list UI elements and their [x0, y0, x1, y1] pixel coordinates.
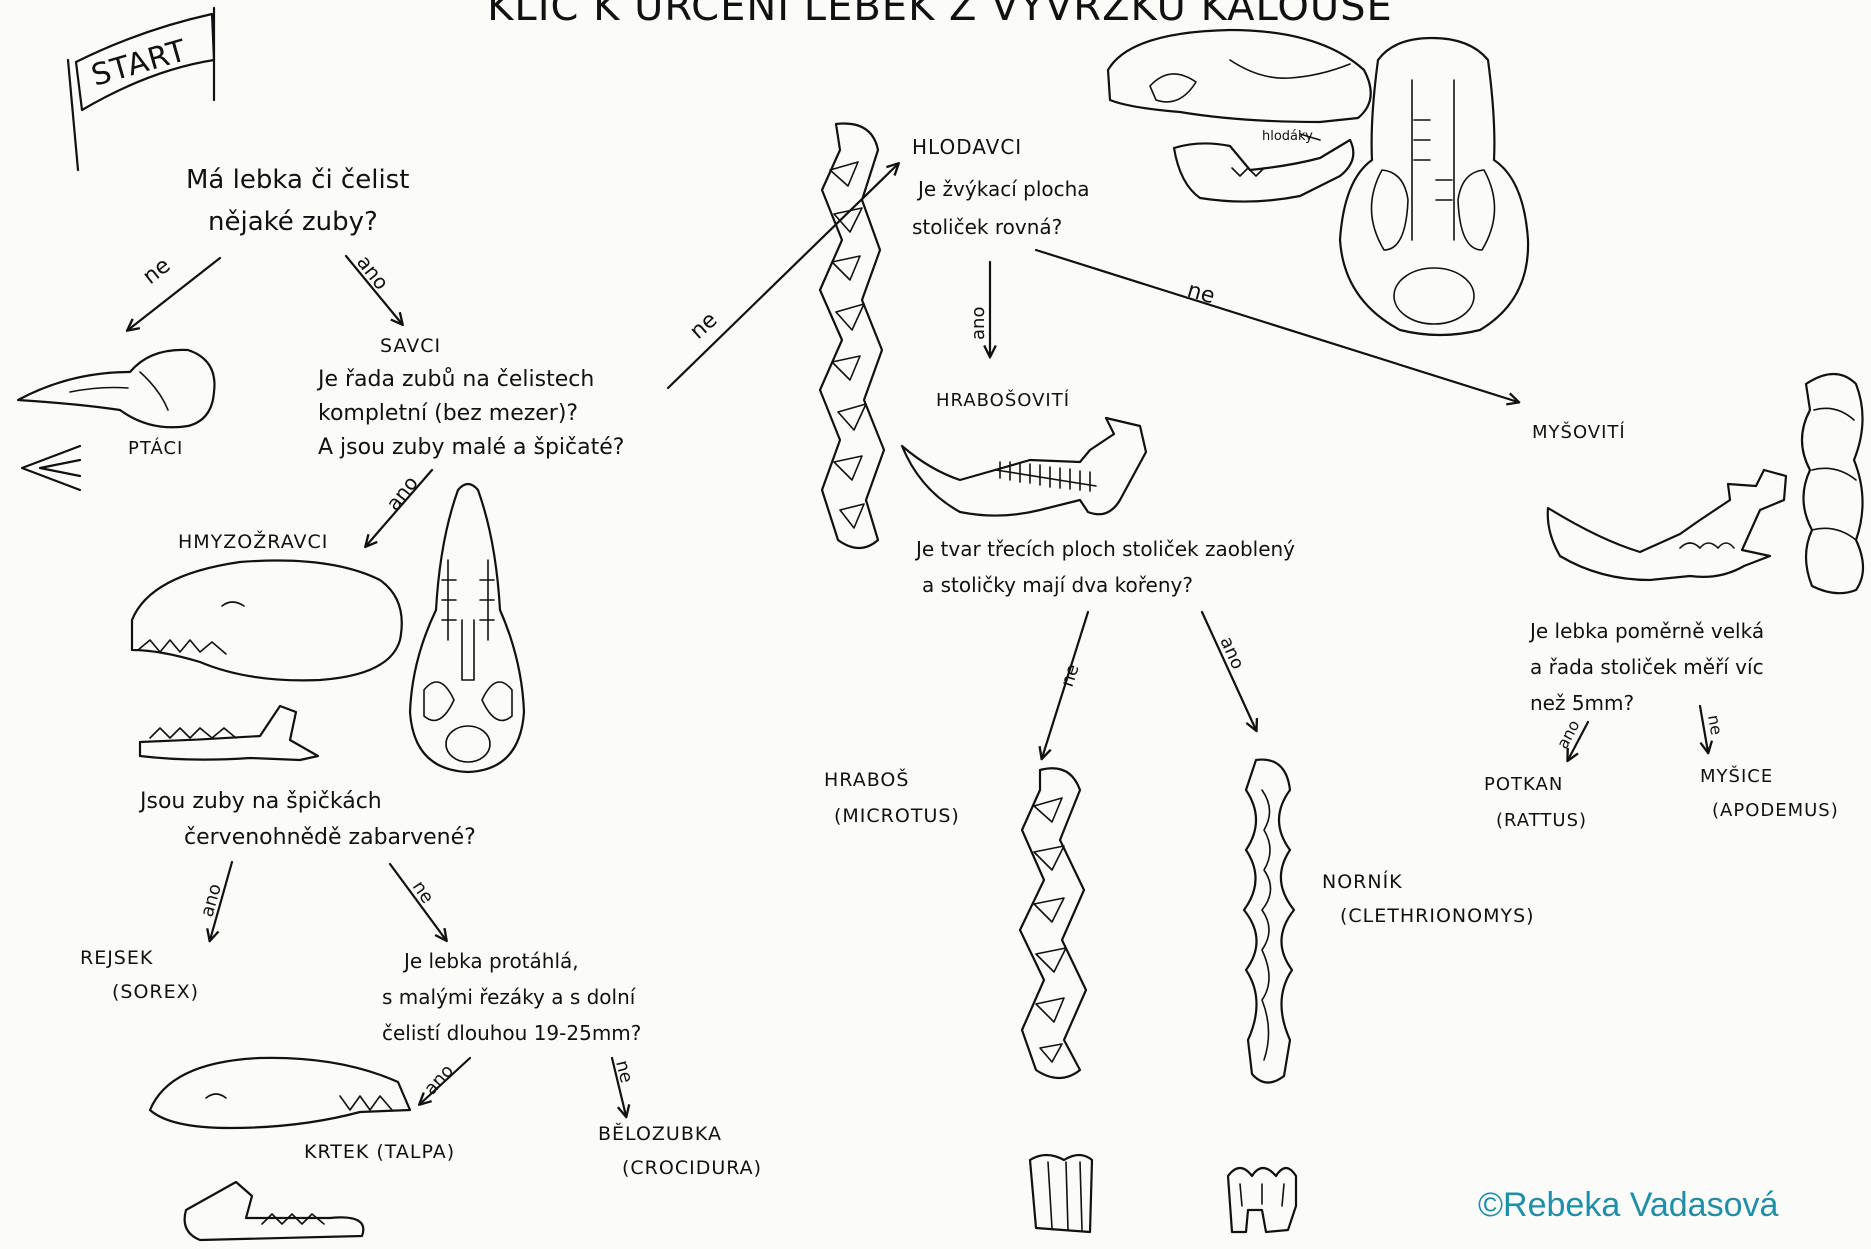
nornik-genus: (CLETHRIONOMYS) [1340, 905, 1535, 927]
question-2-line: Je řada zubů na čelistech [316, 367, 594, 392]
question-3-line: červenohnědě zabarvené? [184, 825, 476, 850]
question-4-line: s malými řezáky a s dolní [382, 985, 637, 1009]
hrabos-name: HRABOŠ [824, 767, 909, 791]
rejsek-name: REJSEK [80, 947, 153, 969]
krtek-label: KRTEK (TALPA) [304, 1141, 455, 1163]
rejsek-label: REJSEK (SOREX) [80, 947, 199, 1003]
edge-label-no: ne [1704, 713, 1726, 736]
rodent-skull-drawing: hlodáky [1108, 30, 1371, 202]
hmyzozravci-label: HMYZOŽRAVCI [178, 530, 328, 553]
clethrionomys-molar-row-drawing [1244, 760, 1294, 1083]
belozubka-name: BĚLOZUBKA [598, 1122, 722, 1145]
microtus-tooth-drawing [1030, 1155, 1092, 1232]
question-7-line: Je lebka poměrně velká [1528, 619, 1764, 643]
belozubka-label: BĚLOZUBKA (CROCIDURA) [598, 1122, 762, 1179]
question-4: Je lebka protáhlá, s malými řezáky a s d… [382, 949, 642, 1045]
edge-q5-to-mysoviti [1036, 250, 1518, 402]
question-5: Je žvýkací plocha stoliček rovná? [912, 177, 1096, 239]
diagram-title: KLÍČ K URČENÍ LEBEK Z VÝVRŽKŮ KALOUSE [487, 0, 1393, 30]
start-label: START [88, 33, 191, 94]
vole-jaw-drawing [902, 418, 1146, 516]
question-1-line: Má lebka či čelist [186, 165, 409, 195]
nornik-label: NORNÍK (CLETHRIONOMYS) [1322, 870, 1535, 927]
question-2: Je řada zubů na čelistech kompletní (bez… [316, 367, 624, 460]
mysice-name: MYŠICE [1700, 765, 1773, 787]
edge-label-no: ne [138, 253, 175, 290]
edge-label-yes: ano [197, 881, 226, 919]
hrabos-label: HRABOŠ (MICROTUS) [824, 767, 960, 827]
savci-label: SAVCI [380, 335, 441, 357]
mysice-genus: (APODEMUS) [1712, 800, 1839, 821]
insectivore-skull-dorsal-drawing [410, 484, 524, 772]
insectivore-skull-drawing [132, 560, 402, 760]
question-1: Má lebka či čelist nějaké zuby? [186, 165, 418, 237]
edge-label-no: ne [611, 1058, 637, 1085]
edge-label-yes: ano [1215, 633, 1248, 672]
edge-label-yes: ano [968, 307, 989, 340]
copyright-notice: ©Rebeka Vadasová [1478, 1186, 1778, 1225]
question-3-line: Jsou zuby na špičkách [138, 789, 382, 814]
start-flag: START [68, 8, 214, 170]
microtus-molar-row-drawing [1020, 768, 1086, 1078]
question-6: Je tvar třecích ploch stoliček zaoblený … [914, 537, 1301, 597]
question-3: Jsou zuby na špičkách červenohnědě zabar… [138, 789, 476, 850]
mysoviti-label: MYŠOVITÍ [1532, 421, 1626, 443]
bird-skull-drawing [18, 350, 214, 490]
question-5-line: stoliček rovná? [912, 215, 1062, 239]
question-6-line: Je tvar třecích ploch stoliček zaoblený [914, 537, 1295, 561]
potkan-genus: (RATTUS) [1496, 810, 1587, 831]
question-1-line: nějaké zuby? [208, 207, 378, 237]
potkan-name: POTKAN [1484, 774, 1563, 795]
question-7-line: a řada stoliček měří víc [1530, 655, 1764, 679]
edge-label-no: ne [408, 877, 438, 907]
nornik-name: NORNÍK [1322, 870, 1403, 893]
edge-label-yes: ano [352, 250, 394, 294]
question-4-line: čelistí dlouhou 19-25mm? [382, 1021, 641, 1045]
belozubka-genus: (CROCIDURA) [622, 1157, 762, 1179]
edge-label-yes: ano [381, 471, 423, 515]
hrabos-genus: (MICROTUS) [834, 805, 960, 827]
question-7: Je lebka poměrně velká a řada stoliček m… [1528, 619, 1770, 715]
incisor-annotation: hlodáky [1262, 129, 1313, 144]
question-6-line: a stoličky mají dva kořeny? [922, 573, 1193, 597]
question-4-line: Je lebka protáhlá, [402, 949, 579, 973]
hrabosoviti-label: HRABOŠOVITÍ [936, 389, 1070, 411]
rejsek-genus: (SOREX) [112, 981, 199, 1003]
hlodavci-label: HLODAVCI [912, 135, 1022, 159]
question-5-line: Je žvýkací plocha [916, 177, 1090, 201]
question-2-line: A jsou zuby malé a špičaté? [318, 435, 624, 460]
mouse-molar-column-drawing [1802, 374, 1863, 593]
question-2-line: kompletní (bez mezer)? [318, 401, 578, 426]
question-7-line: než 5mm? [1530, 691, 1634, 715]
edge-label-no: ne [1057, 662, 1084, 690]
mouse-jaw-drawing [1548, 470, 1786, 580]
mysice-label: MYŠICE (APODEMUS) [1700, 765, 1839, 821]
ptaci-label: PTÁCI [128, 437, 183, 459]
edge-label-yes: ano [1553, 717, 1584, 752]
clethrionomys-tooth-drawing [1228, 1168, 1296, 1232]
edge-label-yes: ano [420, 1060, 458, 1099]
potkan-label: POTKAN (RATTUS) [1484, 774, 1587, 831]
